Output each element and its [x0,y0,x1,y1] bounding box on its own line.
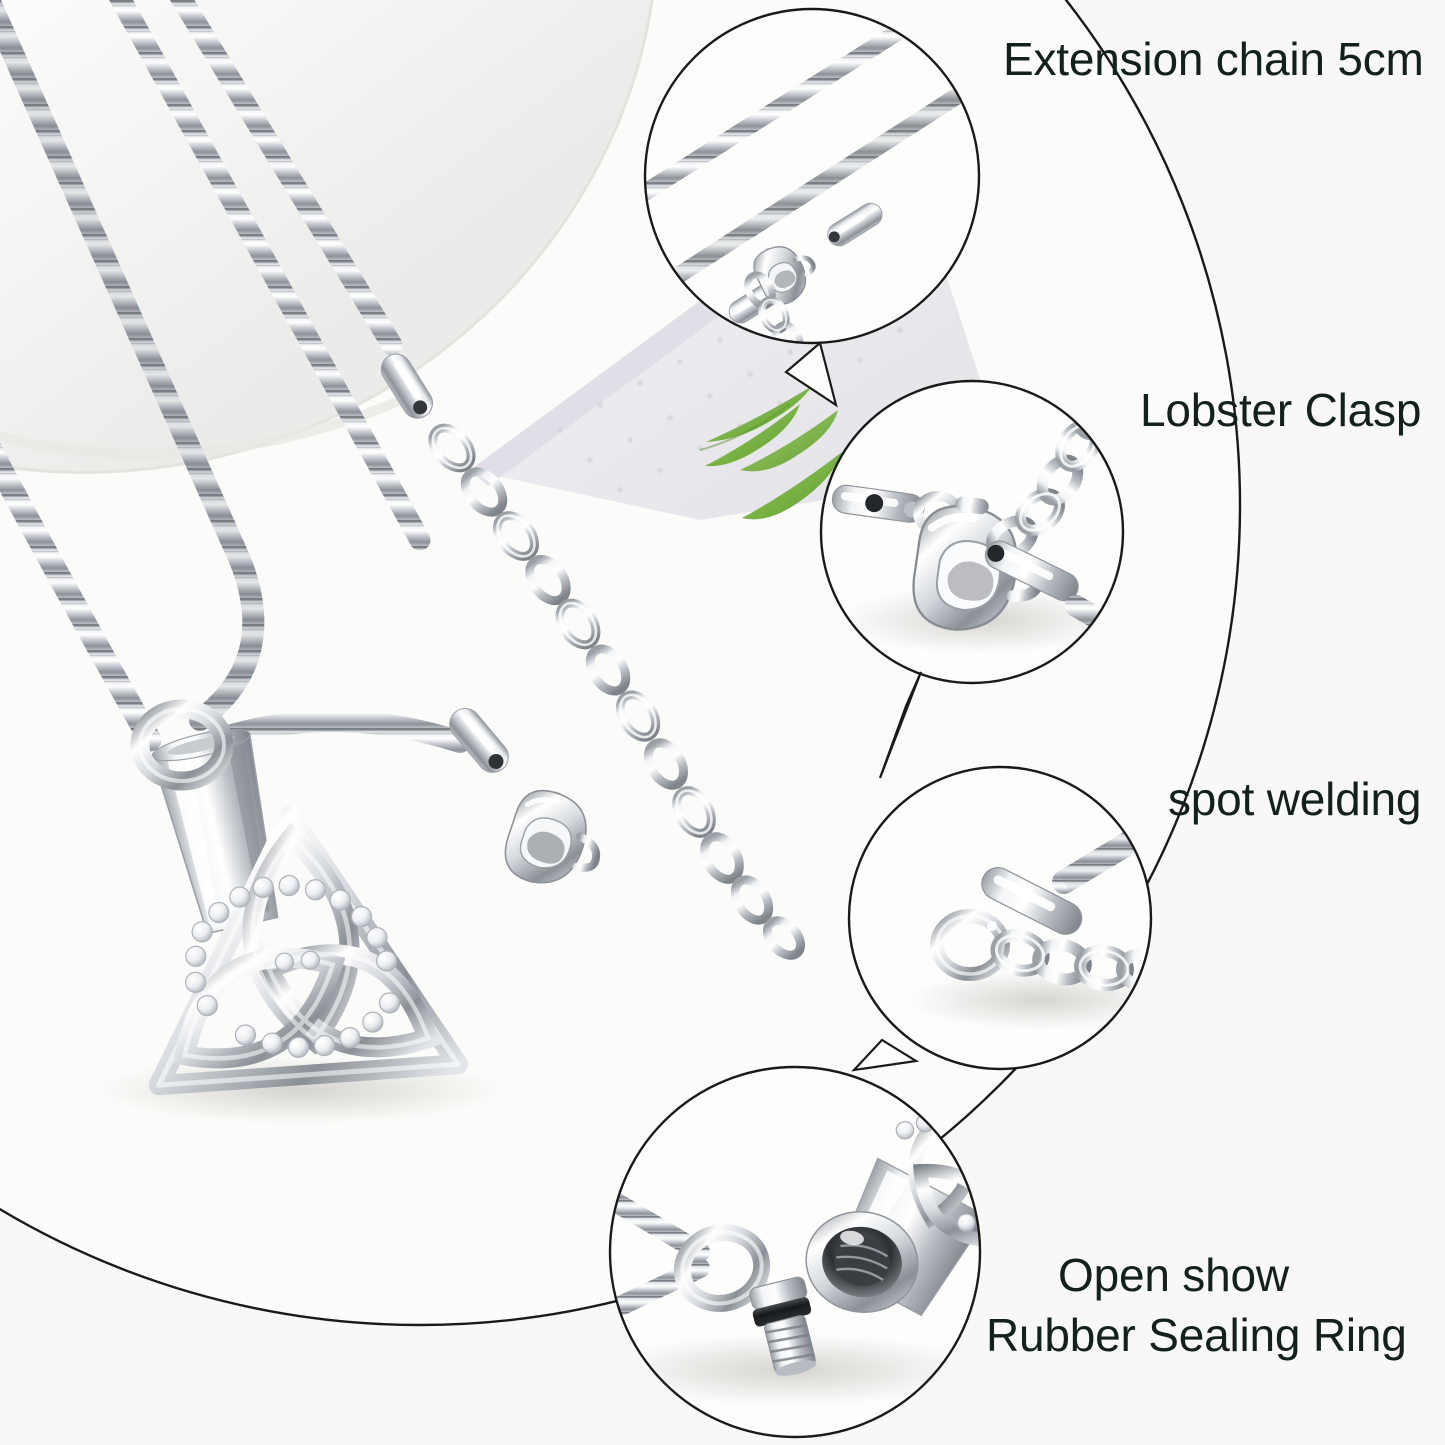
main-bar-connector-clasp [449,707,509,773]
main-extension-chain [428,423,806,960]
celtic-trinity-knot [148,805,469,1096]
callout-circle-rubber-sealing-ring [608,1065,982,1439]
main-necklace-chains [0,0,471,753]
pendant-bail-ring [130,699,234,791]
label-spot-welding: spot welding [1168,773,1422,825]
main-lobster-clasp [504,789,601,884]
label-open-show: Open show [1058,1249,1289,1301]
connector-extension-to-lobster [784,341,838,408]
pendant-crystals [185,874,401,1058]
connector-lobster-to-spot-welding [878,671,923,779]
urn-screw-cap-with-rubber-ring [673,1224,817,1376]
callout-circle-spot-welding [847,765,1153,1071]
main-bar-connector-top [380,353,434,419]
label-rubber-sealing-ring: Rubber Sealing Ring [986,1309,1407,1361]
leaf-sprigs-prop [699,386,842,520]
callout-circle-lobster-clasp [819,379,1125,685]
callout-circle-extension-chain [643,7,981,345]
connector-spot-welding-to-rubber-ring [851,1038,920,1072]
main-pendant [100,699,500,1124]
label-lobster-clasp: Lobster Clasp [1140,384,1422,436]
label-extension-chain: Extension chain 5cm [1003,33,1424,85]
